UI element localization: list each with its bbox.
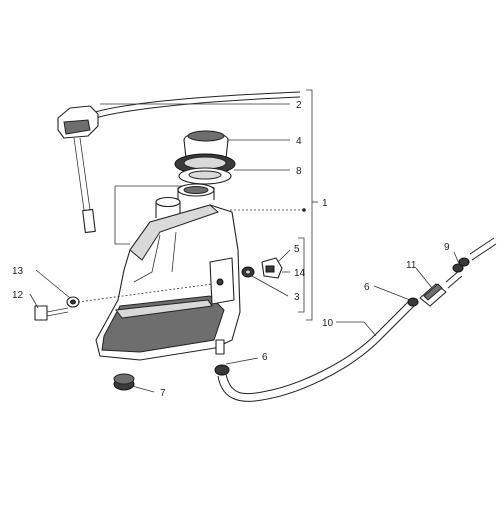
callout-12: 12 [12, 290, 24, 301]
callout-10: 10 [322, 318, 334, 329]
callout-8: 8 [296, 166, 302, 177]
filler-gasket-part [174, 153, 236, 185]
callout-4: 4 [296, 136, 302, 147]
nut-part [241, 266, 255, 278]
oil-tank-part [95, 183, 241, 361]
leader-lines [29, 89, 461, 393]
callout-1: 1 [322, 198, 328, 209]
callout-6: 6 [262, 352, 268, 363]
callout-3: 3 [294, 292, 300, 303]
callout-5: 5 [294, 244, 300, 255]
clamp-part [452, 237, 497, 273]
washer-part [66, 296, 80, 308]
callout-2: 2 [296, 100, 302, 111]
level-sensor-part [57, 91, 301, 234]
callout-6-b: 6 [364, 282, 370, 293]
callout-11: 11 [406, 260, 417, 271]
callout-13: 13 [12, 266, 24, 277]
inline-filter-part [419, 269, 463, 307]
bolt-part [34, 305, 69, 321]
callout-14: 14 [294, 268, 306, 279]
spring-clip-part [261, 257, 283, 279]
rubber-grommet-part [113, 373, 135, 391]
callout-9: 9 [444, 242, 450, 253]
callout-7: 7 [160, 388, 166, 399]
outlet-hose-part [214, 297, 419, 402]
